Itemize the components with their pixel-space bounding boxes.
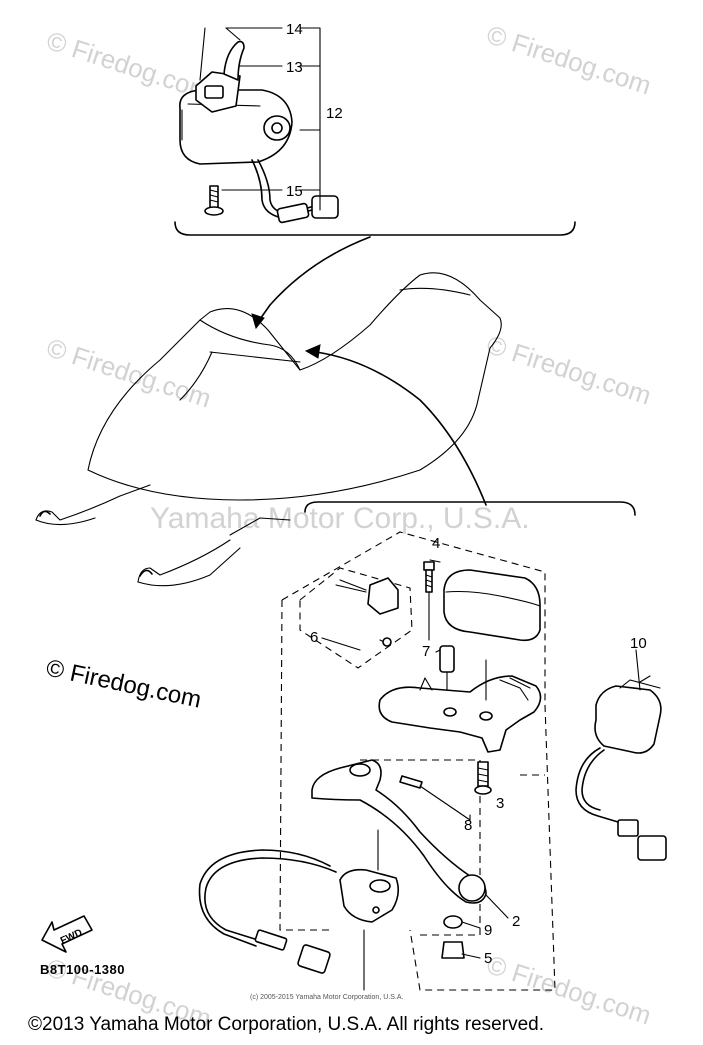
brake-switch-harness [198,829,400,991]
lever-assembly-frame [279,531,556,991]
firedog-watermark-dark: © Firedog.com [44,654,204,713]
watermark-yamaha: Yamaha Motor Corp., U.S.A. [150,502,530,535]
small-copyright: (c) 2005-2015 Yamaha Motor Corporation, … [250,994,404,1001]
callout-14: 14 [286,21,303,38]
callout-5: 5 [484,950,492,967]
brake-lever [311,759,487,904]
switch-assembly-inset: 14 13 12 15 [174,21,576,236]
footer-copyright: ©2013 Yamaha Motor Corporation, U.S.A. A… [28,1014,544,1035]
callout-15: 15 [286,183,303,200]
part-3-bolt [474,761,492,795]
callout-4: 4 [432,535,440,552]
callout-3: 3 [496,795,504,812]
part-8-screw [399,775,471,821]
callout-10: 10 [630,635,647,652]
diagram-code: B8T100-1380 [40,962,125,977]
callout-7: 7 [422,643,430,660]
callout-8: 8 [464,817,472,834]
callout-9: 9 [484,922,492,939]
part-5-cap [441,941,481,959]
part-9-washer [443,915,481,929]
lever-bracket [378,659,542,753]
leader-arrow-top [257,236,371,323]
callout-13: 13 [286,59,303,76]
snowmobile-hood [35,272,502,587]
part-10-module [575,649,667,861]
watermark-mid-right: © Firedog.com [483,329,655,410]
part-6-switch [335,577,399,647]
fwd-arrow: FWD [41,915,93,953]
leader-arrow-bottom [315,351,487,506]
callout-6: 6 [310,629,318,646]
part-4-bolt [423,561,435,641]
callout-2: 2 [512,913,520,930]
callout-12: 12 [326,105,343,122]
watermark-top-right: © Firedog.com [483,19,655,100]
grip-cover [443,569,541,642]
watermark-mid-left: © Firedog.com [43,332,215,413]
